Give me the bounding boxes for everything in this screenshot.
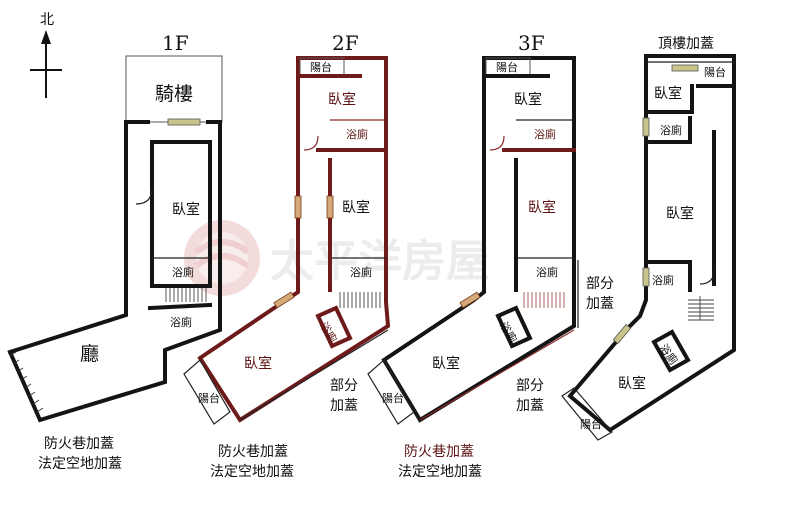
- room-label-bedroom-2f-top: 臥室: [328, 91, 356, 108]
- note-partial-2f-2: 加蓋: [330, 398, 358, 414]
- bath-box-2f: [315, 305, 353, 349]
- wall-roof-bath-top: [644, 116, 692, 144]
- note-partial-2f-1: 部分: [330, 378, 358, 394]
- floor-roof: 頂樓加蓋 陽台 臥室 浴廁 臥室 浴廁 浴廁 臥室 陽台: [561, 36, 736, 441]
- room-label-bath-3f-small: 浴廁: [497, 319, 520, 345]
- floor-title-2f: 2F: [332, 31, 359, 55]
- note-legal-open-space-1f: 法定空地加蓋: [38, 456, 122, 472]
- room-label-bedroom-1f: 臥室: [172, 201, 200, 218]
- note-fire-lane-3f: 防火巷加蓋: [404, 444, 474, 460]
- room-label-balcony-2f-low: 陽台: [198, 391, 220, 405]
- room-label-bath-roof-top: 浴廁: [660, 123, 682, 137]
- north-compass: 北: [30, 12, 62, 98]
- room-label-bedroom-3f-top: 臥室: [514, 91, 542, 108]
- door-swing-2f: [303, 135, 319, 151]
- room-label-balcony-2f-top: 陽台: [310, 60, 332, 74]
- room-label-balcony-roof: 陽台: [704, 65, 726, 79]
- partial-extension-line-3f: [419, 329, 575, 421]
- room-label-bedroom-roof-top: 臥室: [654, 85, 682, 102]
- floor-title-3f: 3F: [518, 31, 545, 55]
- room-label-bath-2f-small: 浴廁: [317, 319, 340, 345]
- fire-lane-hatch-1f: [9, 351, 44, 413]
- window-roof-top: [671, 64, 699, 72]
- watermark-text: 太平洋房屋: [270, 236, 490, 287]
- room-label-balcony-3f-low: 陽台: [382, 391, 404, 405]
- note-partial-3f-1: 部分: [516, 378, 544, 394]
- stairs-1f: [165, 288, 207, 302]
- room-label-bath-2f-mid: 浴廁: [350, 265, 372, 279]
- stairs-roof: [688, 296, 714, 321]
- room-label-bath-3f-mid: 浴廁: [536, 265, 558, 279]
- floor-title-roof: 頂樓加蓋: [658, 36, 714, 52]
- floor-3f: 3F 陽台 臥室 浴廁 臥室 浴廁 部分 加蓋 浴廁 臥室 陽台 部分: [367, 31, 614, 480]
- note-legal-open-space-3f: 法定空地加蓋: [398, 464, 482, 480]
- window-roof-left-low: [642, 267, 650, 287]
- room-label-arcade: 騎樓: [155, 83, 193, 105]
- note-partial-3f-top-1: 部分: [586, 276, 614, 292]
- stairs-3f: [523, 292, 565, 308]
- floor-1f: 1F 騎樓 臥室 浴廁 浴廁 廳 防火巷加: [7, 31, 223, 472]
- compass-arrow-head: [41, 30, 51, 44]
- note-legal-open-space-2f: 法定空地加蓋: [210, 464, 294, 480]
- room-label-hall-1f: 廳: [80, 343, 99, 365]
- room-label-bedroom-roof-mid: 臥室: [666, 205, 694, 222]
- room-label-bath-1f-upper: 浴廁: [172, 265, 194, 279]
- room-label-bedroom-2f-low: 臥室: [244, 355, 272, 372]
- wall-roof-bath-low: [644, 260, 692, 292]
- room-label-bath-1f-lower: 浴廁: [170, 315, 192, 329]
- room-label-bath-roof-low: 浴廁: [652, 273, 674, 287]
- window-roof-diagonal: [612, 323, 632, 345]
- bath-box-3f: [495, 305, 533, 349]
- partial-extension-line-2f: [239, 329, 389, 421]
- door-swing-roof: [699, 269, 715, 285]
- balcony-outline-roof: [561, 387, 613, 441]
- note-partial-3f-top-2: 加蓋: [586, 296, 614, 312]
- window-3f-diagonal: [459, 291, 481, 309]
- balcony-outline-2f: [183, 359, 231, 425]
- room-label-balcony-3f-top: 陽台: [496, 60, 518, 74]
- wall-roof-room-top: [644, 84, 694, 114]
- room-label-bedroom-roof-low: 臥室: [618, 375, 646, 392]
- window-2f-diagonal: [273, 291, 295, 309]
- note-partial-3f-2: 加蓋: [516, 398, 544, 414]
- note-fire-lane-2f: 防火巷加蓋: [218, 444, 288, 460]
- door-swing-1f: [135, 187, 153, 205]
- bath-box-roof: [651, 329, 691, 373]
- compass-north-label: 北: [40, 12, 54, 28]
- floor-title-1f: 1F: [162, 31, 189, 55]
- room-label-bedroom-2f-mid: 臥室: [342, 199, 370, 216]
- door-swing-3f: [489, 135, 505, 151]
- room-label-balcony-roof-low: 陽台: [580, 417, 602, 431]
- stairs-2f: [339, 292, 381, 308]
- note-fire-lane-1f: 防火巷加蓋: [44, 436, 114, 452]
- room-label-bath-2f-top: 浴廁: [346, 127, 368, 141]
- balcony-outline-3f: [367, 359, 415, 425]
- bedroom-walls-1f: [150, 140, 212, 288]
- window-roof-left-top: [642, 117, 650, 137]
- wall-outline-roof: [567, 54, 736, 433]
- room-label-bedroom-3f-mid: 臥室: [528, 199, 556, 216]
- window-2f-corridor: [326, 195, 334, 219]
- wall-outline-1f: [7, 120, 222, 423]
- bath-wall-1f: [147, 302, 213, 311]
- window-2f-left: [294, 195, 302, 219]
- window-1f-front: [167, 118, 201, 126]
- floor-2f: 2F 陽台 臥室 浴廁 臥室 浴廁 浴廁 臥室 陽台: [183, 31, 391, 480]
- room-label-bedroom-3f-low: 臥室: [432, 355, 460, 372]
- room-label-bath-3f-top: 浴廁: [534, 127, 556, 141]
